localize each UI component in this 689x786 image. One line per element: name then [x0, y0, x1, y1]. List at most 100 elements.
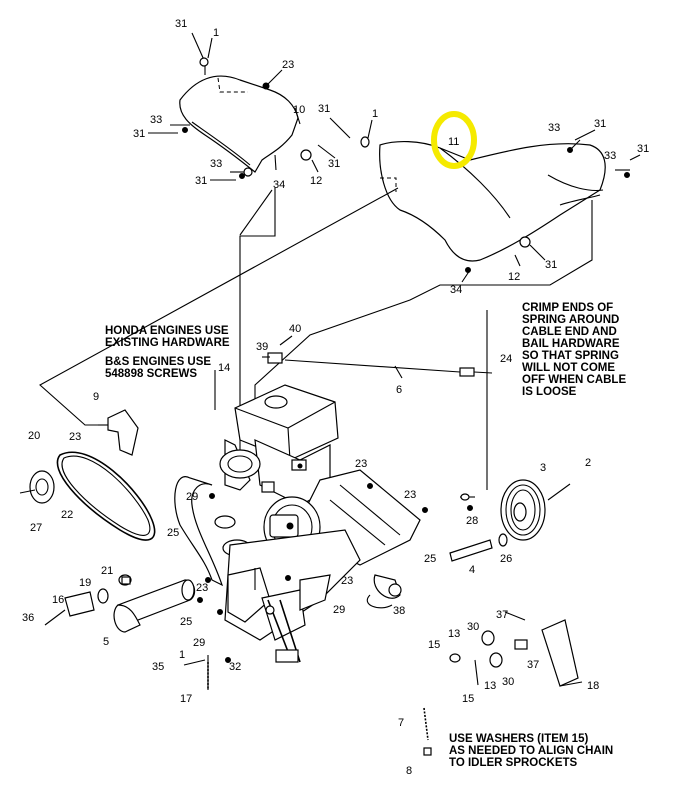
callout: 31	[175, 18, 187, 30]
callout: 33	[548, 122, 560, 134]
hardware-frame	[121, 483, 473, 690]
callout: 9	[93, 391, 99, 403]
callout: 12	[310, 175, 322, 187]
wheel	[500, 479, 571, 541]
note-crimp: CRIMP ENDS OF SPRING AROUND CABLE END AN…	[522, 302, 626, 398]
callout: 1	[179, 649, 185, 661]
callout: 39	[256, 341, 268, 353]
svg-text:CABLE END AND: CABLE END AND	[522, 326, 617, 338]
callout: 25	[180, 616, 192, 628]
callout: 2	[585, 457, 591, 469]
svg-text:BAIL HARDWARE: BAIL HARDWARE	[522, 338, 620, 350]
callout: 24	[500, 353, 512, 365]
callout: 31	[328, 158, 340, 170]
bracket-9	[98, 409, 139, 456]
handle-tube-5	[113, 579, 196, 633]
svg-text:EXISTING HARDWARE: EXISTING HARDWARE	[105, 337, 230, 349]
callout: 23	[341, 575, 353, 587]
callout: 23	[355, 458, 367, 470]
callout: 16	[52, 594, 64, 606]
svg-text:CRIMP ENDS OF: CRIMP ENDS OF	[522, 302, 613, 314]
svg-text:OFF WHEN CABLE: OFF WHEN CABLE	[522, 374, 626, 386]
svg-text:SO THAT SPRING: SO THAT SPRING	[522, 350, 619, 362]
callout: 32	[229, 661, 241, 673]
svg-text:USE WASHERS (ITEM 15): USE WASHERS (ITEM 15)	[449, 733, 588, 745]
svg-text:IS LOOSE: IS LOOSE	[522, 386, 577, 398]
callout: 34	[273, 179, 285, 191]
belt-guard-left	[179, 75, 312, 177]
callout: 26	[500, 553, 512, 565]
note-washers: USE WASHERS (ITEM 15) AS NEEDED TO ALIGN…	[449, 733, 613, 769]
callout: 15	[428, 639, 440, 651]
svg-text:548898 SCREWS: 548898 SCREWS	[105, 368, 197, 380]
callout: 25	[424, 553, 436, 565]
callout: 10	[293, 104, 305, 116]
callout: 35	[152, 661, 164, 673]
highlight-circle	[431, 111, 477, 169]
callout: 34	[450, 284, 462, 296]
svg-text:TO IDLER SPROCKETS: TO IDLER SPROCKETS	[449, 757, 578, 769]
svg-text:AS NEEDED TO ALIGN CHAIN: AS NEEDED TO ALIGN CHAIN	[449, 745, 613, 757]
callout: 25	[167, 527, 179, 539]
callout: 23	[69, 431, 81, 443]
callout: 37	[496, 609, 508, 621]
callout: 14	[218, 362, 230, 374]
callout: 8	[406, 765, 412, 777]
callout: 17	[180, 693, 192, 705]
idler-assembly	[366, 574, 583, 687]
callout: 15	[462, 693, 474, 705]
callout: 1	[213, 27, 219, 39]
callout: 23	[404, 489, 416, 501]
callout-highlighted: 11	[448, 136, 459, 148]
callout: 6	[396, 384, 402, 396]
callout: 29	[193, 637, 205, 649]
svg-text:B&S ENGINES USE: B&S ENGINES USE	[105, 356, 211, 368]
callout: 31	[318, 103, 330, 115]
callout: 38	[393, 605, 405, 617]
belt-guard-right	[379, 141, 606, 262]
engine	[219, 384, 339, 506]
callout: 27	[30, 522, 42, 534]
callout: 21	[101, 565, 113, 577]
callout: 31	[594, 118, 606, 130]
callout: 33	[150, 114, 162, 126]
callout: 20	[28, 430, 40, 442]
callout: 23	[282, 59, 294, 71]
throttle-cable	[262, 335, 493, 379]
callout: 1	[372, 108, 378, 120]
callout: 13	[484, 680, 496, 692]
callout: 31	[133, 128, 145, 140]
callout: 29	[333, 604, 345, 616]
callout: 29	[186, 491, 198, 503]
callout: 31	[637, 143, 649, 155]
callout: 28	[466, 515, 478, 527]
assembly-lines	[39, 187, 593, 490]
callout: 31	[195, 175, 207, 187]
svg-text:SPRING AROUND: SPRING AROUND	[522, 314, 619, 326]
svg-text:WILL NOT COME: WILL NOT COME	[522, 362, 615, 374]
callout: 30	[467, 621, 479, 633]
callout: 7	[398, 717, 404, 729]
callout: 33	[210, 158, 222, 170]
note-honda: HONDA ENGINES USE EXISTING HARDWARE	[105, 325, 230, 349]
callout: 31	[545, 259, 557, 271]
main-frame	[174, 469, 421, 663]
callout: 30	[502, 676, 514, 688]
note-bs: B&S ENGINES USE 548898 SCREWS	[105, 356, 211, 380]
callout: 5	[103, 636, 109, 648]
callout: 36	[22, 612, 34, 624]
callout: 13	[448, 628, 460, 640]
svg-text:HONDA ENGINES USE: HONDA ENGINES USE	[105, 325, 229, 337]
callout: 4	[469, 564, 475, 576]
callout: 33	[604, 150, 616, 162]
chain	[207, 662, 432, 756]
callout: 23	[196, 582, 208, 594]
callout: 18	[587, 680, 599, 692]
callout: 12	[508, 271, 520, 283]
hardware-right-guard	[329, 117, 641, 283]
callout: 22	[61, 509, 73, 521]
belt	[56, 451, 156, 541]
callout-labels: 31 1 23 10 33 31 33 31 34 12 31 31 1 11 …	[22, 18, 649, 777]
